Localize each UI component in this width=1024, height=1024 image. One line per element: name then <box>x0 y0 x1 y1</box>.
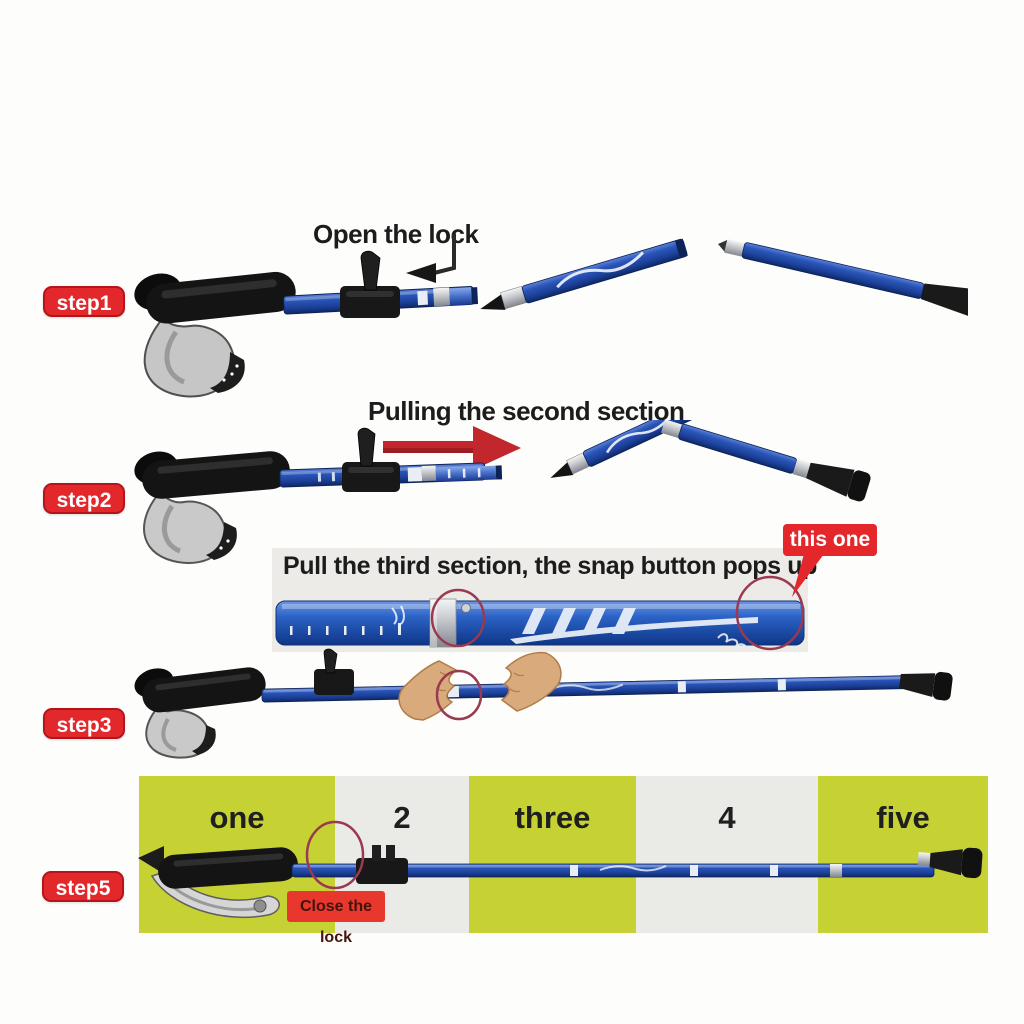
step5-badge: step5 <box>42 871 124 902</box>
pole-step1-illustration <box>134 238 968 398</box>
table-col-five: five <box>818 776 988 933</box>
pole-step5-illustration <box>138 820 983 919</box>
rubber-tip-icon <box>899 671 953 701</box>
flip-lock-icon <box>340 250 400 318</box>
table-col-three: three <box>469 776 636 933</box>
shaft-section-3 <box>718 238 968 317</box>
highlight-circle-joint <box>430 588 486 648</box>
strap-icon <box>143 490 237 564</box>
step2-badge: step2 <box>43 483 125 514</box>
table-header: 4 <box>718 800 736 835</box>
handle-icon <box>134 271 296 324</box>
strap-icon <box>145 705 216 759</box>
shaft-extended <box>261 675 919 703</box>
shaft-section-3 <box>660 420 871 502</box>
this-one-callout: this one <box>783 524 877 556</box>
flip-lock-closed-icon <box>356 845 408 884</box>
closeup-panel: Pull the third section, the snap button … <box>272 548 817 652</box>
arrow-to-lock-icon <box>406 234 456 283</box>
handle-icon <box>138 846 298 889</box>
pole-step2-illustration <box>134 420 871 564</box>
strap-rivet <box>253 899 267 913</box>
table-header: five <box>876 800 930 835</box>
section-length-table: one 2 three 4 five <box>139 776 988 933</box>
closeup-title: Pull the third section, the snap button … <box>283 552 817 580</box>
flip-lock-icon <box>342 427 400 492</box>
rubber-tip-icon <box>920 283 968 317</box>
measure-ticks <box>290 623 401 635</box>
table-header: 2 <box>393 800 411 835</box>
table-header: one <box>209 800 265 835</box>
shaft-section-2 <box>480 238 688 310</box>
left-hand-icon <box>398 660 458 721</box>
step3-badge: step3 <box>43 708 125 739</box>
callout-tail-icon <box>792 554 824 597</box>
right-hand-icon <box>500 651 562 712</box>
step1-annotation: Open the lock <box>313 219 479 249</box>
table-header: three <box>514 800 591 835</box>
brand-logo-swoosh <box>510 608 758 650</box>
highlight-circle-logo <box>735 575 805 651</box>
step2-annotation: Pulling the second section <box>368 396 685 426</box>
table-col-4: 4 <box>636 776 818 933</box>
strap-icon <box>143 316 245 398</box>
shaft-extended <box>291 863 935 878</box>
shaft-closeup-illustration <box>275 598 805 650</box>
close-the-lock-callout: Close the lock <box>287 891 385 946</box>
rubber-tip-icon <box>806 462 871 502</box>
highlight-circle-lock <box>305 820 365 890</box>
flip-lock-icon <box>314 648 354 695</box>
step1-badge: step1 <box>43 286 125 317</box>
handle-icon <box>134 667 266 713</box>
pole-step3-illustration <box>134 648 953 759</box>
rubber-tip-icon <box>917 847 983 879</box>
shaft-scribble <box>391 605 405 625</box>
red-arrow-right-icon <box>383 426 521 470</box>
snap-button-icon <box>461 603 471 613</box>
highlight-circles-overlay <box>430 575 805 651</box>
handle-icon <box>134 451 290 499</box>
highlight-circle-snap-button <box>435 669 483 721</box>
